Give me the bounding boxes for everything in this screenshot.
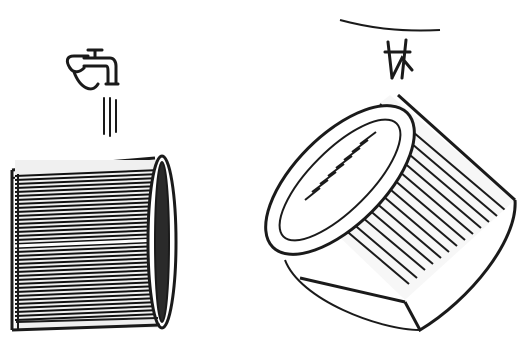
clip-icon — [385, 40, 412, 78]
pleated-filter-icon — [12, 156, 176, 330]
rinse-panel — [12, 50, 176, 330]
faucet-icon — [67, 50, 118, 89]
water-stream-icon — [104, 98, 116, 136]
clothesline-icon — [340, 20, 440, 31]
pleated-filter-icon — [241, 81, 515, 330]
hang-dry-panel — [241, 20, 515, 330]
